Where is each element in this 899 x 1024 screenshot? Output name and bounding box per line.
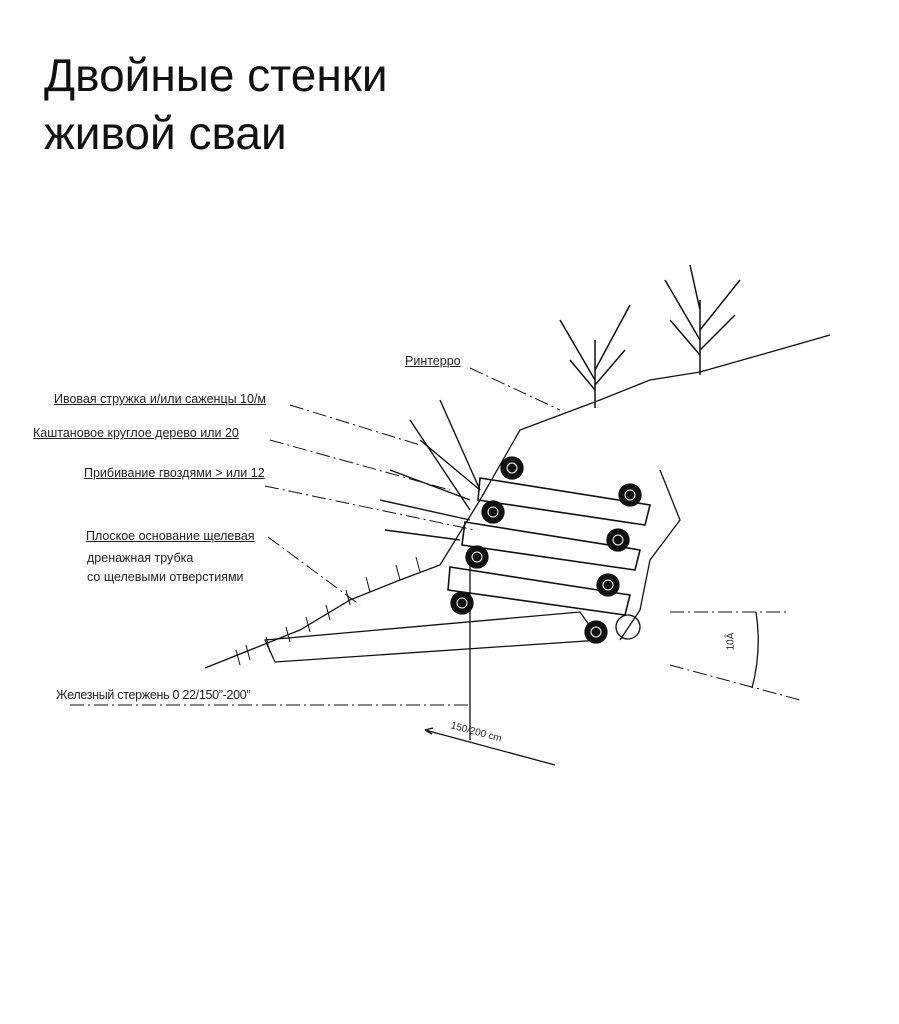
- log-rings: [456, 462, 636, 638]
- angle-dimension-arc: [751, 611, 759, 689]
- label-nailing: Прибивание гвоздями > или 12: [84, 466, 265, 480]
- timber-plank: [461, 521, 641, 571]
- log-icon: [596, 573, 620, 597]
- grass-hatching: [235, 556, 421, 666]
- drain-base: [264, 611, 602, 663]
- width-dimension-arrow: [424, 727, 556, 766]
- log-icon: [500, 456, 524, 480]
- log-icon: [606, 528, 630, 552]
- timber-plank: [477, 477, 651, 526]
- timber-planks: [447, 477, 651, 616]
- drain-pipe-icon: [615, 614, 641, 640]
- timber-plank: [447, 566, 631, 616]
- title-line-2: живой сваи: [44, 107, 287, 159]
- title-line-1: Двойные стенки: [44, 49, 388, 101]
- label-drain-2: дренажная трубка: [87, 551, 194, 565]
- label-chestnut-log: Каштановое круглое дерево или 20: [33, 426, 239, 440]
- log-icon: [450, 591, 474, 615]
- label-rinterro: Ринтерро: [405, 354, 461, 368]
- excavation-line: [619, 469, 681, 641]
- shrub-icon: [559, 264, 741, 408]
- willow-cuttings-icon: [379, 399, 481, 541]
- round-logs: [450, 456, 642, 644]
- log-icon: [465, 545, 489, 569]
- label-drain-3: со щелевыми отверстиями: [87, 570, 244, 584]
- log-icon: [618, 483, 642, 507]
- label-iron-rod: Железный стержень 0 22/150”-200”: [56, 688, 251, 702]
- page-title: Двойные стенки живой сваи: [44, 46, 388, 162]
- log-icon: [481, 500, 505, 524]
- angle-dimension-label: 10Â: [725, 632, 737, 651]
- leader-lines: [70, 367, 801, 706]
- label-drain-1: Плоское основание щелевая: [86, 529, 255, 543]
- label-willow-cuttings: Ивовая стружка и/или саженцы 10/м: [54, 392, 267, 406]
- log-icon: [584, 620, 608, 644]
